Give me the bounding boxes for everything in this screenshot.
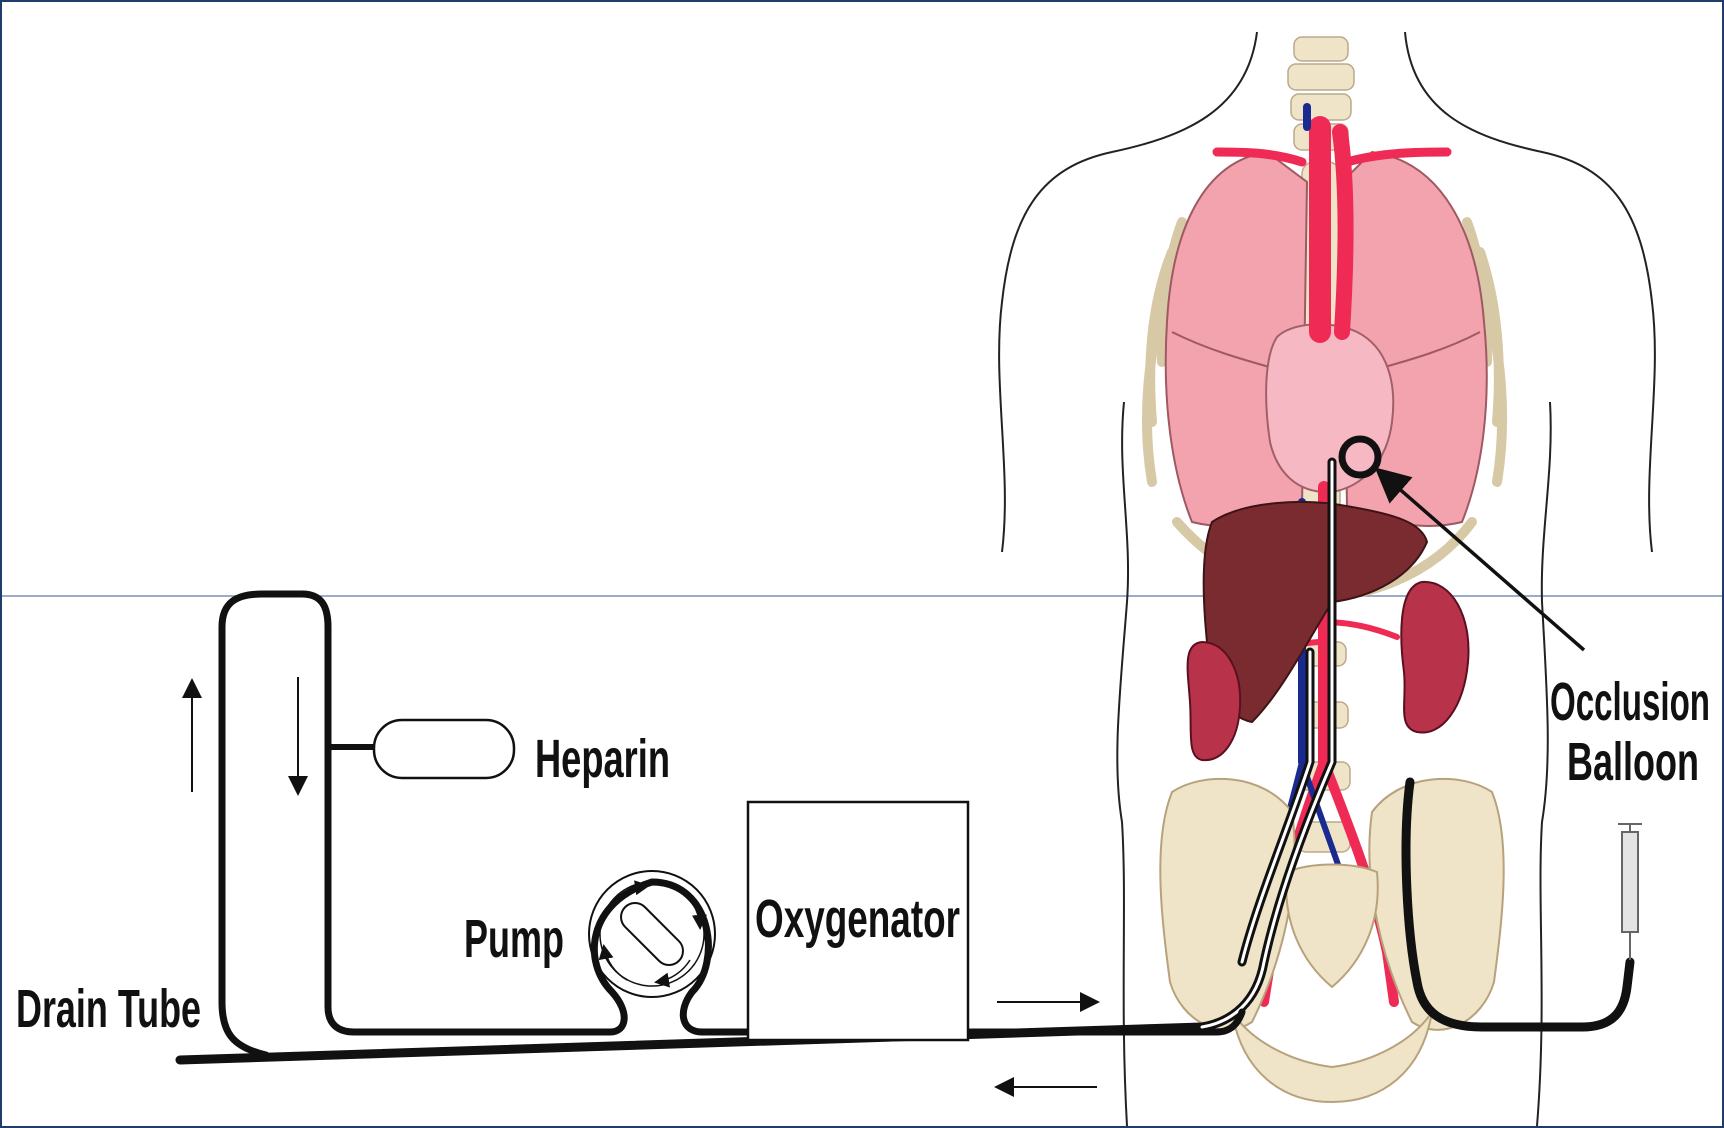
oxygenator-label: Oxygenator (755, 889, 960, 949)
syringe-icon (1618, 824, 1642, 960)
roller-pump-icon (589, 871, 715, 997)
occlusion-label: Occlusion (1550, 672, 1710, 732)
occlusion-balloon (1342, 439, 1378, 475)
heparin-label: Heparin (535, 729, 670, 789)
pump-label: Pump (464, 909, 564, 969)
heparin-bag (374, 720, 514, 778)
kidney-right (1401, 582, 1468, 733)
circuit-tubing (222, 594, 1242, 1055)
balloon-label: Balloon (1567, 732, 1699, 792)
drain-tube-label: Drain Tube (16, 979, 201, 1039)
